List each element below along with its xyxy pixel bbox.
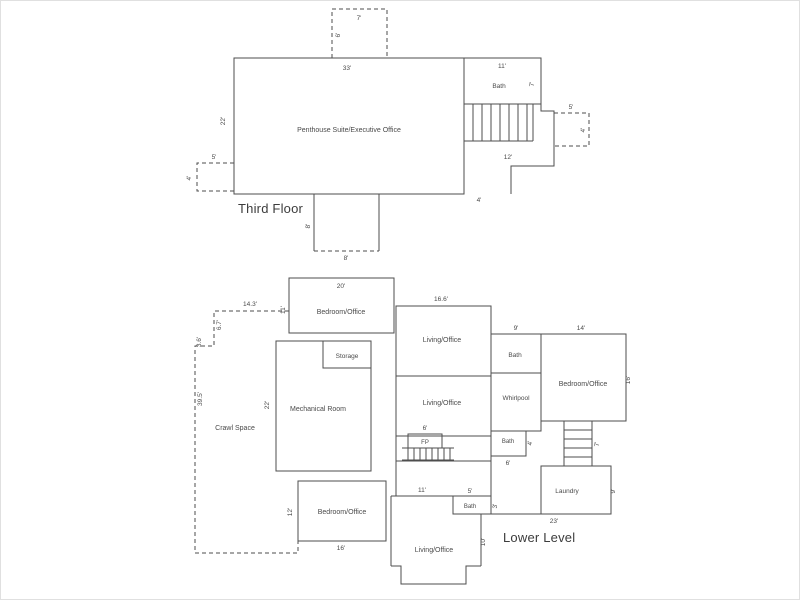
dim-bath-width: 11' [498,63,506,70]
dim-bath-middle-height: 4' [527,441,534,446]
third-floor-plan: 7' 6' 33' 22' Penthouse Suite/Executive … [186,8,590,262]
room-label-bath-middle: Bath [502,439,514,445]
dim-bedroom-bottom-width: 16' [337,545,345,552]
dim-living-upper-width: 16.6' [434,296,448,303]
dim-crawl-step1: 6.7' [216,320,223,330]
dim-bath-middle-width: 6' [506,460,511,467]
dim-stair-hall-width: 12' [504,154,512,161]
dim-top-bump-height: 6' [335,33,342,38]
dim-right-bump-height: 4' [580,128,587,133]
room-label-bedroom-bottom: Bedroom/Office [318,509,367,516]
room-label-bath-bottom: Bath [464,504,476,510]
dim-bath-height: 7' [529,82,536,87]
dim-bedroom-top-height: 11' [280,306,287,314]
dim-bath-bottom-width: 5' [468,488,473,495]
dim-bedroom-top-width: 20' [337,283,345,290]
room-label-crawl-space: Crawl Space [215,425,255,432]
third-floor-title: Third Floor [238,201,304,216]
lower-level-title: Lower Level [503,530,575,545]
dim-left-bump-width: 5' [212,154,217,161]
dim-top-bump-width: 7' [357,15,362,22]
dim-stairs-height: 7' [594,442,601,447]
dim-right-bump-width: 5' [569,104,574,111]
dim-left-bump-height: 4' [186,176,193,181]
dim-bedroom-bottom-height: 12' [287,508,294,516]
dim-bedroom-right-width: 14' [577,325,585,332]
dim-main-height: 22' [220,117,227,125]
room-label-laundry: Laundry [555,488,579,495]
lower-level-plan: 20' Bedroom/Office 11' 14.3' 6.7' 3.6' 3… [194,277,632,585]
dim-crawl-top: 14.3' [243,301,257,308]
dim-crawl-height: 39.5' [197,392,204,406]
room-label-fireplace: FP [421,440,429,446]
room-label-penthouse: Penthouse Suite/Executive Office [297,127,401,134]
dim-bottom-bump-width: 8' [344,255,349,262]
room-label-bedroom-right: Bedroom/Office [559,381,608,388]
room-label-living-bottom: Living/Office [415,547,453,554]
lower-level-walls [275,277,627,585]
crawl-space-dashed-walls [194,310,299,554]
dim-mechanical-height: 22' [264,401,271,409]
dim-bath-upper-width: 9' [514,325,519,332]
room-label-mechanical: Mechanical Room [290,406,346,413]
dim-living-bottom-width: 11' [418,487,426,494]
room-label-bath-third: Bath [492,83,506,90]
room-label-living-upper: Living/Office [423,337,461,344]
dim-bottom-bump-height: 8' [305,224,312,229]
dim-living-bottom-height: 10' [480,538,487,546]
dim-fireplace-width: 6' [423,425,428,432]
room-label-whirlpool: Whirlpool [502,395,530,402]
third-floor-dashed-walls [196,8,590,252]
room-label-storage: Storage [336,353,359,360]
room-label-living-middle: Living/Office [423,400,461,407]
room-label-bath-upper: Bath [508,352,522,359]
dim-crawl-step2: 3.6' [196,337,203,347]
dim-bath-bottom-height: 3' [492,504,499,509]
dim-bedroom-right-height: 16' [625,376,632,384]
dim-bottom-step: 4' [477,197,482,204]
dim-main-width: 33' [343,65,351,72]
dim-laundry-width: 23' [550,518,558,525]
third-floor-walls [233,57,555,251]
dim-laundry-height: 9' [610,489,617,494]
room-label-bedroom-top: Bedroom/Office [317,309,366,316]
